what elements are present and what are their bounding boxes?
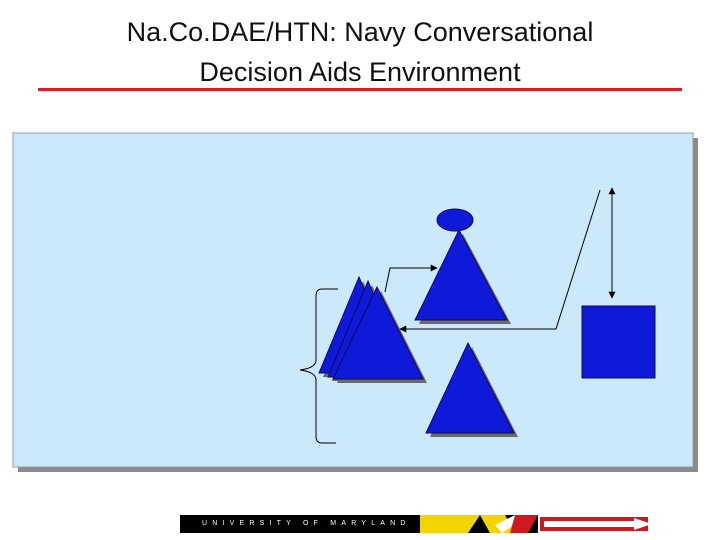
stacked-triangles-group <box>318 275 427 383</box>
maryland-flag-graphic <box>420 515 660 533</box>
top-oval <box>436 208 474 232</box>
left-triangle-front <box>332 285 424 380</box>
bottom-triangle <box>425 341 515 434</box>
title-line-1: Na.Co.DAE/HTN: Navy Conversational <box>126 17 594 47</box>
university-label: UNIVERSITY OF MARYLAND <box>202 520 411 527</box>
slide-title: Na.Co.DAE/HTN: Navy Conversational Decis… <box>0 12 720 92</box>
umd-footer-banner: UNIVERSITY OF MARYLAND <box>180 515 660 533</box>
grouping-brace <box>299 288 338 444</box>
title-underline <box>38 88 682 91</box>
arrow-to-left-group <box>399 189 601 333</box>
title-line-2: Decision Aids Environment <box>199 57 521 87</box>
arrow-to-top-triangle <box>384 264 438 293</box>
top-triangle <box>414 228 508 321</box>
umd-wordmark-bar: UNIVERSITY OF MARYLAND <box>180 515 420 533</box>
right-square <box>581 305 656 379</box>
